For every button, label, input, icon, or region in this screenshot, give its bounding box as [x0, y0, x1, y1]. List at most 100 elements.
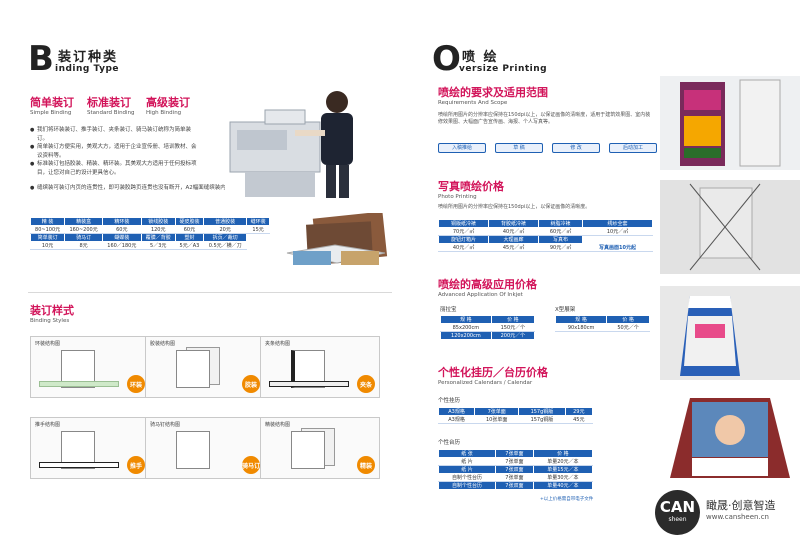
- adv-right-head: X型展架: [555, 307, 576, 313]
- price-cell: 10元／㎡: [582, 227, 653, 236]
- price-cell: 纸 片: [438, 465, 496, 474]
- style-tag: 推手: [127, 456, 145, 474]
- style-tag: 骑马订: [242, 456, 260, 474]
- styles-title: 装订样式: [30, 304, 74, 317]
- step-label: 修 改: [552, 143, 600, 153]
- price-cell: 覆膜／背胶: [140, 233, 176, 242]
- price-cell: 90x180cm: [554, 323, 608, 332]
- photo-sub: Photo Printing: [438, 194, 477, 200]
- price-cell: 60元／㎡: [538, 227, 584, 236]
- price-cell: 7张双面: [495, 481, 534, 490]
- price-cell: 70元／㎡: [437, 227, 490, 236]
- price-cell: 5／3元: [140, 241, 176, 250]
- adv-right-table: 规 格 价 格 90x180cm 50元／个: [554, 315, 650, 332]
- price-cell: 价 格: [490, 315, 536, 324]
- style-tag: 夹条: [357, 375, 375, 393]
- binding-bullets-wide: 缝缤装可装订内页的连贯性，即可装胶跨页连贯也没有断开，A2幅面缝缤装内页需缝缤缝…: [30, 184, 390, 193]
- price-cell-empty: [246, 241, 270, 250]
- book-illustration: [176, 431, 210, 469]
- price-cell: 简单装订: [29, 233, 66, 242]
- strip-illustration: [39, 462, 119, 468]
- style-label: 胶装结构图: [150, 341, 176, 347]
- price-cell: 7张单面: [495, 473, 534, 482]
- price-cell: 8元: [64, 241, 103, 250]
- style-tag: 胶装: [242, 375, 260, 393]
- style-label: 骑马钉结构图: [150, 422, 181, 428]
- price-cell: 120x200cm: [440, 331, 492, 340]
- price-cell: 写真布: [538, 235, 584, 244]
- price-cell: 90元／㎡: [538, 243, 584, 252]
- price-cell: 160~200元: [64, 225, 103, 234]
- style-label: 夹条结构图: [265, 341, 291, 347]
- price-cell: 规 格: [440, 315, 492, 324]
- style-box-clip: 夹条结构图 夹条: [260, 336, 380, 398]
- price-cell: 29元: [564, 407, 594, 416]
- price-cell: 精装盒: [64, 217, 103, 226]
- price-cell: 160／180元: [101, 241, 142, 250]
- logo-text-bottom: sheen: [668, 516, 687, 523]
- bullet-item: 缝缤装可装订内页的连贯性，即可装胶跨页连贯也没有断开，A2幅面缝缤装内页需缝缤缝…: [30, 184, 390, 193]
- rollup-banner-photo: [660, 76, 800, 170]
- price-cell: 5元／A3: [174, 241, 205, 250]
- left-page: B 装订种类 inding Type 简单装订 标准装订 高级装订 Simple…: [0, 0, 400, 535]
- price-cell: 157g铜版: [518, 415, 566, 424]
- price-cell: 150元／个: [490, 323, 536, 332]
- price-cell: 单量40元／本: [532, 481, 594, 490]
- price-cell: 蝴蝶装: [101, 233, 142, 242]
- style-tag: 环装: [127, 375, 145, 393]
- desk-calendar-photo: [660, 286, 800, 380]
- strip-illustration: [39, 381, 119, 387]
- logo-text-top: CAN: [659, 498, 696, 516]
- book-illustration: [291, 431, 325, 469]
- price-cell: 塑封: [174, 233, 205, 242]
- price-cell: 单量20元／本: [532, 457, 594, 466]
- price-cell: 普通胶装: [203, 217, 248, 226]
- style-box-glue: 胶装结构图 胶装: [145, 336, 265, 398]
- style-label: 推手结构图: [35, 422, 61, 428]
- style-box-hardcover: 精装结构图 精装: [260, 417, 380, 479]
- binding-sub-simple: Simple Binding: [30, 110, 72, 116]
- price-cell: 120元: [140, 225, 176, 234]
- price-cell: 10元: [29, 241, 66, 250]
- price-cell: 拆页／裁切: [203, 233, 248, 242]
- req-sub: Requirements And Scope: [438, 100, 508, 106]
- photo-text: 喷绘所用图片的分辨率应保持在150dpi以上，以保证画像的清晰度。: [438, 204, 591, 210]
- adv-title: 喷绘的高级应用价格: [438, 278, 537, 291]
- price-cell: 7张单面: [495, 457, 534, 466]
- price-cell: 绣纱全套: [582, 219, 653, 228]
- header-title-cn: 喷 绘: [462, 50, 499, 65]
- price-cell: 规 格: [554, 315, 608, 324]
- adv-left-head: 丽拉宝: [440, 307, 457, 313]
- price-cell: 60元: [101, 225, 142, 234]
- price-cell: 10张单面: [474, 415, 520, 424]
- bullet-item: 简单装订方便实用，美观大方，适用于企业宣传册、培训教材、会议资料等。: [30, 143, 198, 160]
- price-cell: 背胶纸冷裱: [488, 219, 540, 228]
- header-big-letter: O: [432, 39, 461, 79]
- price-cell: 自制个性台历: [438, 473, 496, 482]
- header-big-letter: B: [28, 39, 54, 79]
- price-cell: 7张单面: [495, 449, 534, 458]
- price-cell: 旋钮灯箱片: [437, 235, 490, 244]
- price-cell: 锁线胶装: [140, 217, 176, 226]
- cal-desk-table: 纸 张 7张单面 价 格 纸 片 7张单面 单量20元／本 纸 片 7张双面 单…: [438, 449, 594, 490]
- brand-name: 瞰晟·创意智造: [706, 499, 776, 512]
- price-cell: 15元: [246, 225, 270, 234]
- step-label: 后动加工: [609, 143, 657, 153]
- price-cell: 单量15元／本: [532, 465, 594, 474]
- header-title-en-text: versize Printing: [459, 64, 548, 74]
- binding-head-high: 高级装订: [146, 96, 190, 109]
- style-tag: 精装: [357, 456, 375, 474]
- cal-sub: Personalized Calendars / Calendar: [438, 380, 533, 386]
- binding-machine-photo: [225, 80, 390, 200]
- header-title-en: inding Type: [55, 64, 119, 74]
- price-cell: 价 格: [532, 449, 594, 458]
- price-cell: 骑马订: [64, 233, 103, 242]
- price-cell: 树脂冷裱: [538, 219, 584, 228]
- price-cell: 精 装: [29, 217, 66, 226]
- price-cell: 7张单面: [474, 407, 520, 416]
- header-title-en: versize Printing: [459, 64, 547, 74]
- binding-head-simple: 简单装订: [30, 96, 74, 109]
- cansheen-logo: CAN sheen: [655, 490, 700, 535]
- style-box-push: 推手结构图 推手: [30, 417, 150, 479]
- price-cell: 20元: [203, 225, 248, 234]
